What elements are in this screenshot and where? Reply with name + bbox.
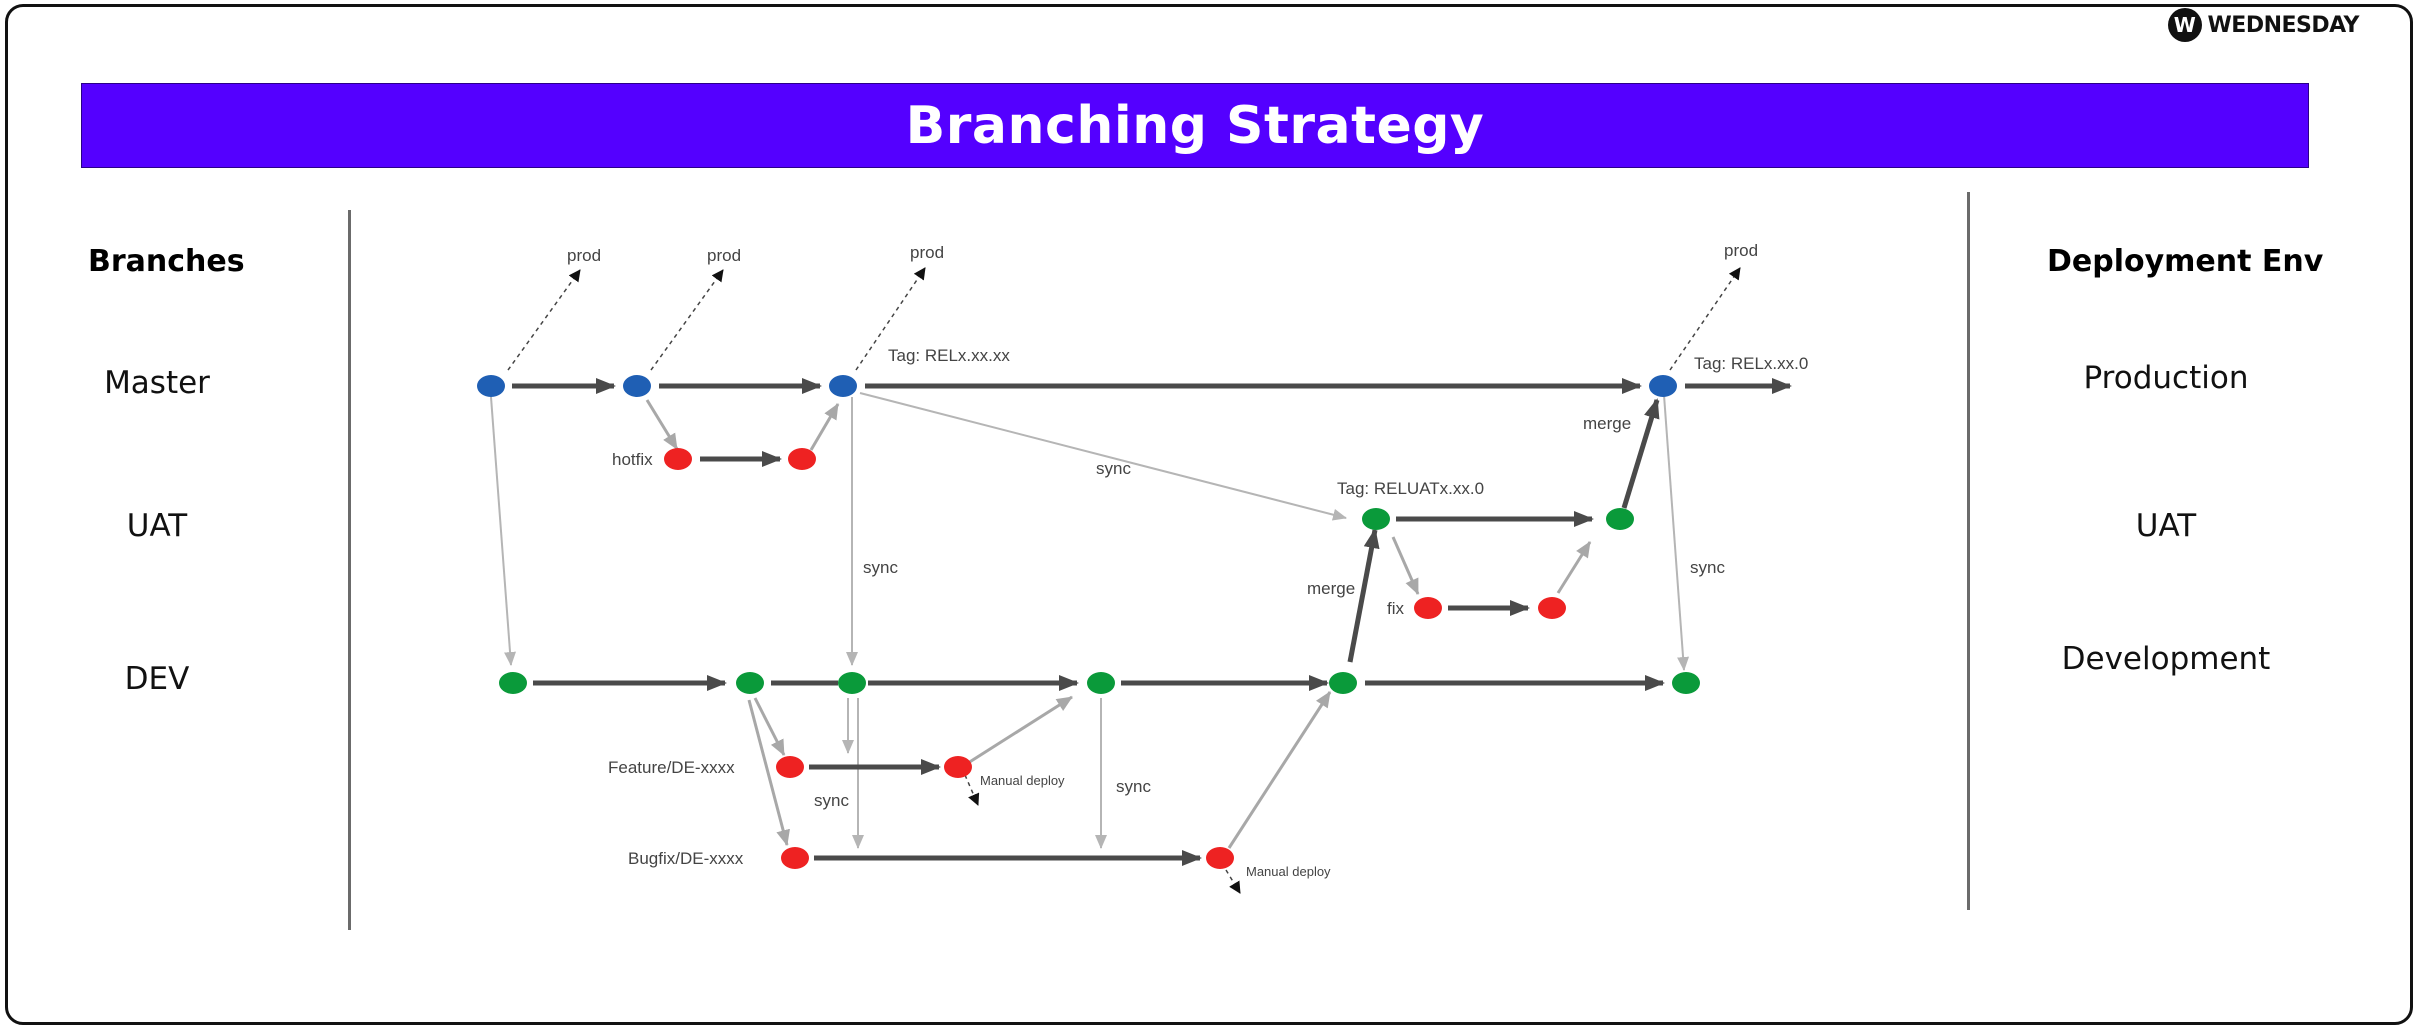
dev-commit	[736, 672, 764, 694]
hotfix-merge-arrow	[809, 403, 840, 451]
branch-label-uat: UAT	[126, 508, 188, 544]
master-commit	[1649, 375, 1677, 397]
uat-tag-label: Tag: RELUATx.xx.0	[1337, 479, 1484, 498]
merge-dev-uat-arrow	[1347, 528, 1380, 663]
prod-arrow-1	[507, 269, 581, 371]
bugfix-merge-arrow	[1227, 691, 1332, 849]
title-banner: Branching Strategy	[81, 83, 2309, 168]
fix-merge-arrow	[1556, 541, 1592, 594]
sync-label: sync	[1116, 777, 1151, 796]
feature-branch-arrow	[753, 697, 786, 756]
dev-commit	[1672, 672, 1700, 694]
prod-label: prod	[707, 246, 741, 265]
sync-label: sync	[1096, 459, 1131, 478]
uat-commit	[1606, 508, 1634, 530]
deployment-env-heading: Deployment Env	[2047, 244, 2324, 279]
fix-branch-arrow	[1391, 536, 1420, 595]
sync-master-uat-arrow	[859, 392, 1347, 521]
manual-deploy-label: Manual deploy	[980, 773, 1065, 788]
prod-label: prod	[910, 243, 944, 262]
feature-merge-arrow	[967, 695, 1073, 765]
bugfix-branch-arrow	[747, 699, 790, 846]
branch-label-dev: DEV	[124, 661, 190, 697]
dev-commit	[1087, 672, 1115, 694]
prod-arrow-2	[650, 269, 724, 371]
manual-deploy-arrow-2	[1225, 869, 1241, 894]
feature-commit	[944, 756, 972, 778]
master-tag-label: Tag: RELx.xx.xx	[888, 346, 1010, 365]
logo-mark-icon: W	[2167, 8, 2202, 42]
master-commit	[829, 375, 857, 397]
sync-label: sync	[1690, 558, 1725, 577]
env-label-uat: UAT	[2135, 508, 2197, 544]
feature-commit	[776, 756, 804, 778]
logo-text: WEDNESDAY	[2207, 12, 2360, 38]
hotfix-commit	[664, 448, 692, 470]
hotfix-label: hotfix	[612, 450, 653, 469]
hotfix-branch-arrow	[645, 399, 679, 450]
uat-commit	[1362, 508, 1390, 530]
prod-label: prod	[567, 246, 601, 265]
right-divider	[1967, 192, 1970, 910]
dev-commit	[838, 672, 866, 694]
env-label-production: Production	[2083, 360, 2249, 396]
master-commit	[623, 375, 651, 397]
fix-commit	[1414, 597, 1442, 619]
manual-deploy-label: Manual deploy	[1246, 864, 1331, 879]
merge-uat-master-arrow	[1621, 398, 1660, 509]
left-divider	[348, 210, 351, 930]
branch-label-master: Master	[104, 365, 210, 401]
bugfix-branch-label: Bugfix/DE-xxxx	[628, 849, 744, 868]
branches-heading: Branches	[88, 244, 245, 279]
env-label-development: Development	[2061, 641, 2271, 677]
sync-label: sync	[814, 791, 849, 810]
master-to-dev-arrow	[490, 396, 517, 666]
master-tag-label: Tag: RELx.xx.0	[1694, 354, 1808, 373]
manual-deploy-arrow-1	[964, 774, 980, 806]
dev-commit	[1329, 672, 1357, 694]
merge-label: merge	[1583, 414, 1631, 433]
bugfix-commit	[1206, 847, 1234, 869]
dev-commit	[499, 672, 527, 694]
hotfix-commit	[788, 448, 816, 470]
fix-commit	[1538, 597, 1566, 619]
feature-branch-label: Feature/DE-xxxx	[608, 758, 735, 777]
merge-label: merge	[1307, 579, 1355, 598]
sync-master-dev-right-arrow	[1663, 394, 1690, 671]
prod-label: prod	[1724, 241, 1758, 260]
page-title: Branching Strategy	[905, 95, 1485, 156]
sync-label: sync	[863, 558, 898, 577]
wednesday-logo: W WEDNESDAY	[2167, 8, 2360, 42]
bugfix-commit	[781, 847, 809, 869]
fix-label: fix	[1387, 599, 1405, 618]
master-commit	[477, 375, 505, 397]
